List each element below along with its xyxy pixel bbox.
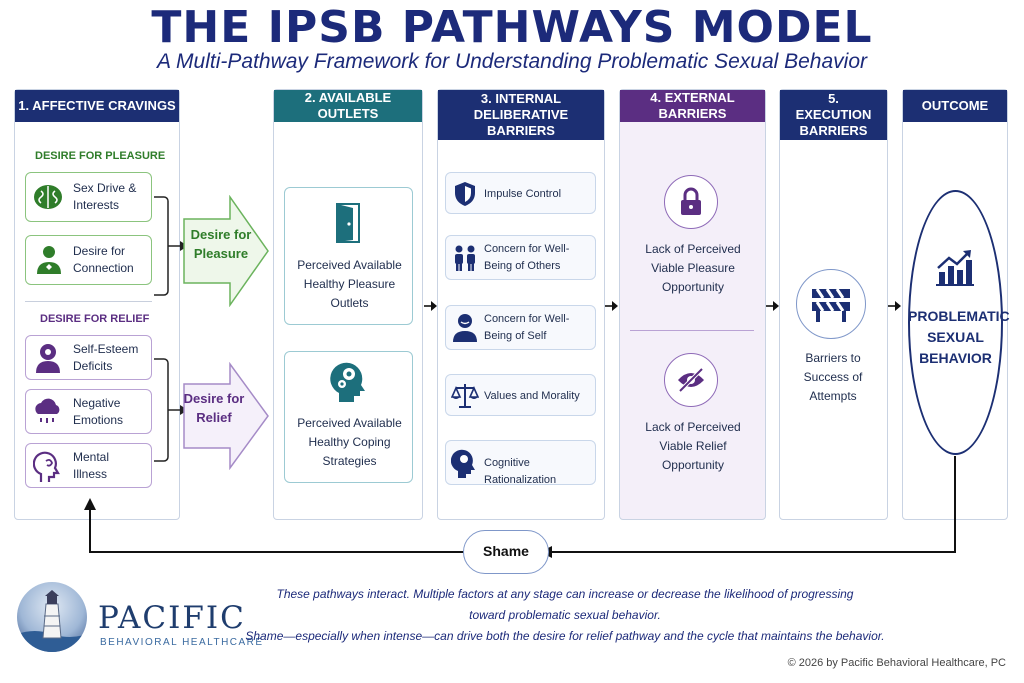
shame-node <box>463 530 549 574</box>
eye-slash-icon <box>664 353 718 407</box>
page-subtitle: A Multi-Pathway Framework for Understand… <box>156 50 868 73</box>
head-profile-icon <box>33 451 60 482</box>
lock-icon <box>664 175 718 229</box>
footnote-line: Shame—especially when intense—can drive … <box>245 629 885 643</box>
column-header: 2. AVAILABLE OUTLETS <box>274 90 422 122</box>
person-icon <box>453 314 477 342</box>
logo-tagline: BEHAVIORAL HEALTHCARE <box>100 637 264 648</box>
outlet-pleasure: Perceived Available Healthy Pleasure Out… <box>284 187 413 325</box>
barrier-label: Cognitive Rationalization <box>484 457 557 486</box>
shield-icon <box>455 182 475 206</box>
desire-for-relief-arrow <box>183 362 269 470</box>
copyright: © 2026 by Pacific Behavioral Healthcare,… <box>787 657 1006 669</box>
desire-for-pleasure-label: Desire for Pleasure <box>190 227 252 261</box>
barrier-label: Impulse Control <box>484 188 562 200</box>
craving-item-connection: Desire for Connection <box>25 235 152 285</box>
column-external-barriers: 4. EXTERNAL BARRIERS <box>619 89 766 520</box>
footnote-line: toward problematic sexual behavior. <box>469 608 661 622</box>
people-connection-icon <box>37 246 61 274</box>
execution-barrier-label: Barriers to Success of Attempts <box>803 351 863 403</box>
outcome-ellipse <box>908 190 1003 455</box>
section-divider <box>630 330 754 331</box>
column-header: OUTCOME <box>903 90 1007 122</box>
section-heading-relief: DESIRE FOR RELIEF <box>40 313 150 325</box>
rain-cloud-icon <box>35 398 60 423</box>
craving-label: Mental Illness <box>73 450 110 481</box>
outcome-label: PROBLEMATIC SEXUAL BEHAVIOR <box>908 308 1010 366</box>
internal-barrier-impulse: Impulse Control <box>445 172 596 214</box>
internal-barrier-self: Concern for Well-Being of Self <box>445 305 596 350</box>
external-barrier-label: Lack of Perceived Viable Pleasure Opport… <box>645 242 741 294</box>
self-esteem-icon <box>36 344 60 373</box>
barricade-icon <box>796 269 866 339</box>
craving-item-sex-drive: Sex Drive & Interests <box>25 172 152 222</box>
internal-barrier-others: Concern for Well-Being of Others <box>445 235 596 280</box>
craving-label: Desire for Connection <box>73 244 134 275</box>
craving-label: Self-Esteem Deficits <box>73 342 139 373</box>
logo-name: PACIFIC <box>98 600 246 636</box>
external-barrier-label: Lack of Perceived Viable Relief Opportun… <box>645 420 741 472</box>
craving-item-negative-emotions: Negative Emotions <box>25 389 152 434</box>
column-header: 5. EXECUTION BARRIERS <box>780 90 887 140</box>
footnote: These pathways interact. Multiple factor… <box>245 584 885 647</box>
people-icon <box>455 245 475 271</box>
outlet-coping: Perceived Available Healthy Coping Strat… <box>284 351 413 483</box>
brain-icon <box>34 185 62 209</box>
shame-label: Shame <box>483 543 529 559</box>
head-gears-icon <box>330 362 365 402</box>
internal-barrier-values: Values and Morality <box>445 374 596 416</box>
flow-arrow <box>605 301 618 311</box>
lighthouse-logo <box>17 582 87 652</box>
page-title: THE IPSB PATHWAYS MODEL <box>151 2 873 53</box>
column-header: 3. INTERNAL DELIBERATIVE BARRIERS <box>438 90 604 140</box>
barrier-label: Concern for Well-Being of Self <box>484 313 570 342</box>
desire-for-pleasure-arrow <box>183 195 269 307</box>
craving-item-self-esteem: Self-Esteem Deficits <box>25 335 152 380</box>
door-icon <box>336 203 360 243</box>
scales-icon <box>451 384 479 408</box>
barrier-label: Values and Morality <box>484 390 580 402</box>
flow-arrow <box>888 301 901 311</box>
craving-item-mental-illness: Mental Illness <box>25 443 152 488</box>
footnote-line: These pathways interact. Multiple factor… <box>276 587 854 601</box>
desire-for-relief-label: Desire for Relief <box>183 391 245 425</box>
shame-feedback-loop <box>84 456 956 558</box>
barrier-label: Concern for Well-Being of Others <box>484 243 570 272</box>
section-divider <box>25 301 152 302</box>
section-heading-pleasure: DESIRE FOR PLEASURE <box>35 150 166 162</box>
internal-barrier-rationalization: Cognitive Rationalization <box>445 440 596 486</box>
outlet-label: Perceived Available Healthy Coping Strat… <box>297 416 402 468</box>
craving-label: Sex Drive & Interests <box>73 181 137 212</box>
head-thinking-icon <box>451 449 475 478</box>
craving-label: Negative Emotions <box>73 396 124 427</box>
rising-chart-icon <box>936 250 974 286</box>
flow-arrow <box>766 301 779 311</box>
column-header: 1. AFFECTIVE CRAVINGS <box>15 90 179 122</box>
outlet-label: Perceived Available Healthy Pleasure Out… <box>297 258 402 310</box>
flow-arrow <box>424 301 437 311</box>
column-header: 4. EXTERNAL BARRIERS <box>620 90 765 122</box>
